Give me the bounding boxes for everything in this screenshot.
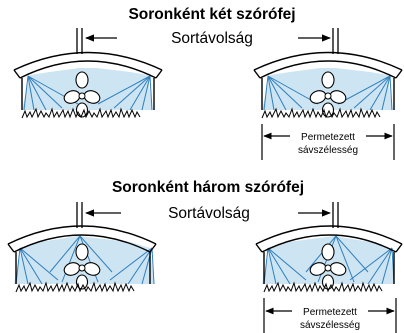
three-nozzle-left-unit [7, 202, 157, 293]
section-three-title: Soronként három szórófej [112, 179, 304, 196]
band-width-dimension-2 [263, 298, 397, 333]
three-nozzle-right-unit [255, 202, 403, 293]
two-nozzle-left-unit [13, 28, 163, 119]
band-width-label-2a: Permetezett [303, 307, 357, 318]
row-spacing-label-2: Sortávolság [168, 205, 250, 222]
band-width-label-2b: sávszélesség [300, 320, 360, 331]
band-width-label-1b: sávszélesség [298, 145, 358, 156]
band-width-dimension-1 [261, 124, 395, 160]
band-width-label-1a: Permetezett [301, 132, 355, 143]
section-two-title: Soronként két szórófej [128, 6, 295, 23]
row-spacing-label-1: Sortávolság [171, 30, 253, 47]
two-nozzle-right-unit [253, 28, 403, 119]
